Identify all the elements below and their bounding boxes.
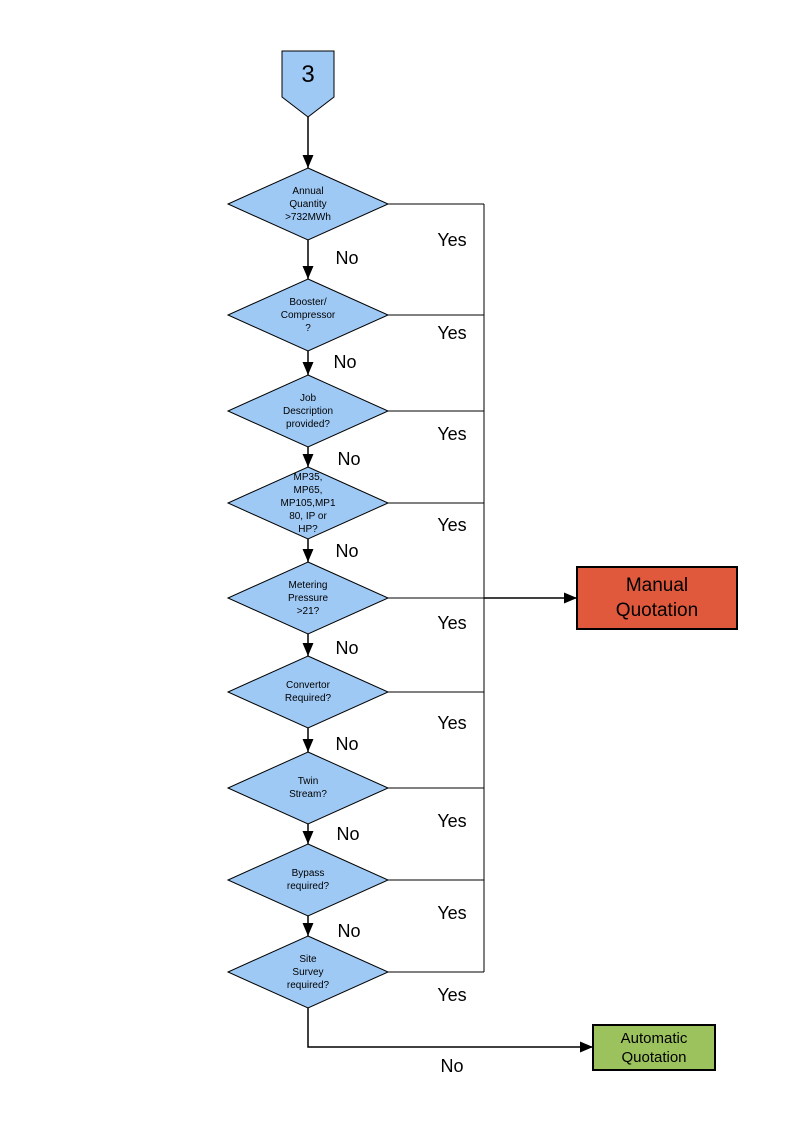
- decision-label-site-survey: Site Survey required?: [286, 953, 330, 991]
- offpage-connector-label: 3: [301, 61, 315, 88]
- decision-meter-models: [226, 466, 390, 540]
- decision-label-job-description: Job Description provided?: [282, 392, 334, 430]
- flow-arrow-automatic: [307, 1008, 593, 1053]
- no-label-6: No: [335, 734, 359, 754]
- no-label-3: No: [337, 449, 361, 469]
- decision-label-booster-compressor: Booster/ Compressor ?: [280, 296, 336, 334]
- decision-twin-stream: [226, 751, 390, 825]
- yes-branch-lines: [388, 203, 485, 973]
- decision-label-meter-models: MP35, MP65, MP105,MP1 80, IP or HP?: [280, 471, 336, 535]
- decision-annual-quantity: [226, 167, 390, 241]
- yes-label-3: Yes: [437, 424, 467, 444]
- offpage-connector-shape: [281, 50, 335, 118]
- no-label-5: No: [335, 638, 359, 658]
- decision-site-survey: [226, 935, 390, 1009]
- no-label-4: No: [335, 541, 359, 561]
- no-label-8: No: [337, 921, 361, 941]
- yes-label-2: Yes: [437, 323, 467, 343]
- yes-label-6: Yes: [437, 713, 467, 733]
- no-label-2: No: [333, 352, 357, 372]
- yes-label-8: Yes: [437, 903, 467, 923]
- decision-label-twin-stream: Twin Stream?: [289, 776, 327, 800]
- decision-label-bypass: Bypass required?: [286, 868, 330, 892]
- automatic-quotation-label: Automatic Quotation: [620, 1029, 688, 1066]
- no-label-9: No: [440, 1056, 464, 1076]
- decision-job-description: [226, 374, 390, 448]
- decision-convertor: [226, 655, 390, 729]
- manual-quotation-label: Manual Quotation: [615, 575, 699, 621]
- yes-label-9: Yes: [437, 985, 467, 1005]
- automatic-quotation-box: [592, 1024, 716, 1071]
- yes-label-7: Yes: [437, 811, 467, 831]
- no-label-1: No: [335, 248, 359, 268]
- yes-label-5: Yes: [437, 613, 467, 633]
- manual-quotation-box: [576, 566, 738, 630]
- decision-metering-pressure: [226, 561, 390, 635]
- no-label-7: No: [336, 824, 360, 844]
- decision-booster-compressor: [226, 278, 390, 352]
- nodes: [226, 50, 738, 1071]
- connectors: [302, 117, 593, 1053]
- yes-label-4: Yes: [437, 515, 467, 535]
- decision-label-annual-quantity: Annual Quantity >732MWh: [285, 185, 331, 223]
- yes-label-1: Yes: [437, 230, 467, 250]
- decision-label-convertor: Convertor Required?: [284, 680, 332, 704]
- decision-label-metering-pressure: Metering Pressure >21?: [287, 579, 328, 617]
- decision-bypass: [226, 843, 390, 917]
